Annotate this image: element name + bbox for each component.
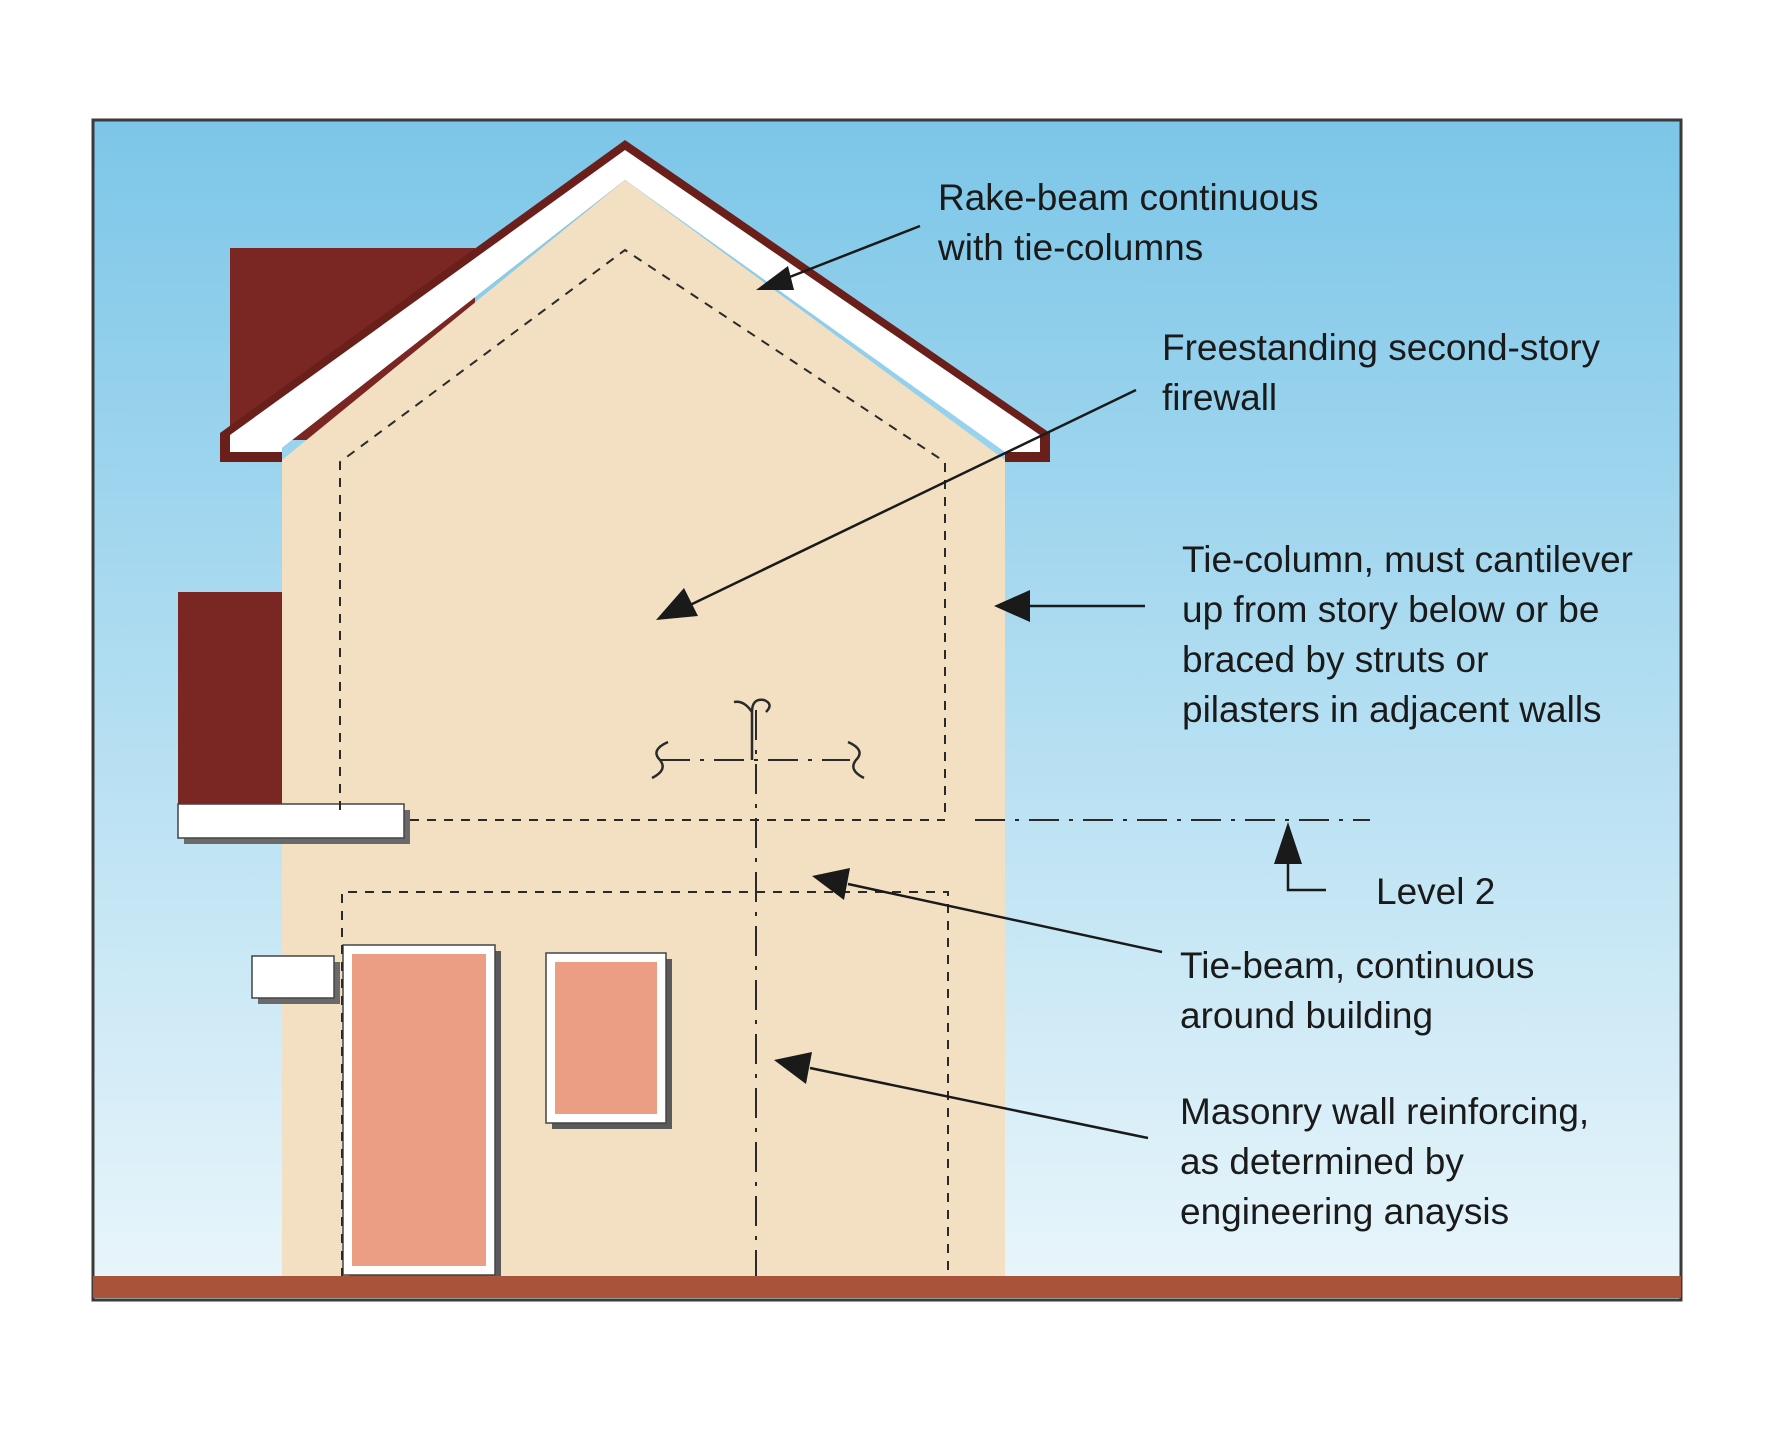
door: [352, 954, 486, 1266]
tie-column-label: Tie-column, must cantilever up from stor…: [1182, 539, 1643, 730]
level-arrowhead: [1274, 822, 1302, 864]
level-2-label: Level 2: [1376, 871, 1495, 912]
reinforcing-bar-hook: [733, 698, 771, 760]
adjacent-building-lower: [178, 592, 288, 804]
firewall-label: Freestanding second-story firewall: [1162, 327, 1610, 418]
ground: [93, 1276, 1681, 1298]
rake-beam-leader: [781, 224, 921, 282]
reinforcing-bar-end-left: [651, 740, 669, 780]
tie-beam-label: Tie-beam, continuous around building: [1180, 945, 1545, 1036]
window: [555, 962, 657, 1114]
tie-beam-leader: [847, 882, 1163, 954]
small-ledge: [251, 955, 335, 999]
ledge: [177, 803, 405, 839]
reinforcing-label: Masonry wall reinforcing, as determined …: [1180, 1091, 1600, 1232]
reinforcing-bar-end-right: [847, 740, 865, 780]
leader-arrows: [656, 224, 1326, 1140]
level-arrow-leader: [1286, 856, 1326, 892]
tie-column-outline-lower: [341, 891, 949, 1277]
tie-column-outline-upper: [339, 248, 946, 818]
rake-beam-face: [230, 150, 1040, 452]
tie-beam-arrowhead: [812, 868, 850, 900]
reinforcing-arrowhead: [774, 1052, 812, 1084]
tie-column-arrowhead: [994, 590, 1030, 622]
reinforcing-leader: [809, 1066, 1149, 1140]
firewall-arrowhead: [656, 588, 698, 620]
firewall-leader: [687, 388, 1137, 608]
rake-beam-arrowhead: [756, 266, 794, 290]
rake-beam-label: Rake-beam continuous with tie-columns: [937, 177, 1329, 268]
